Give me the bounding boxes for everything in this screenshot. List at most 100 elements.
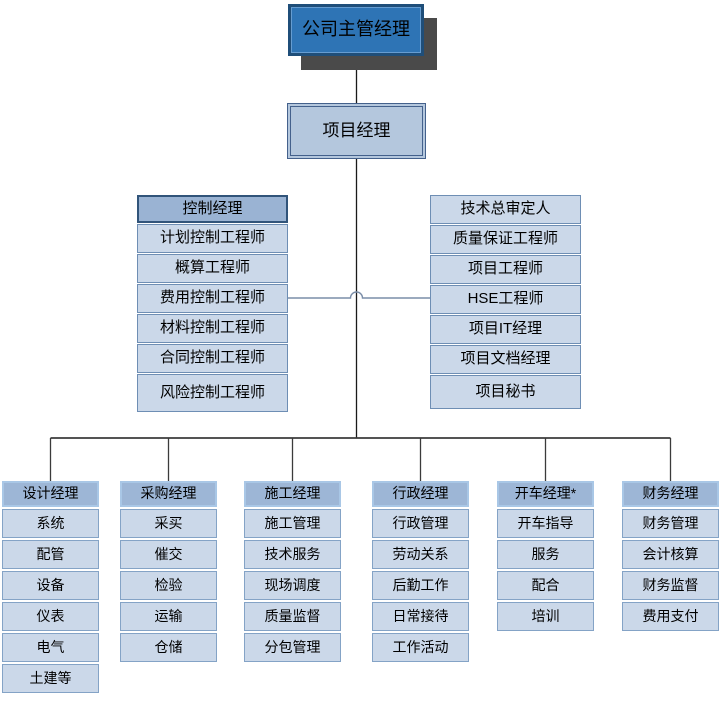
org-node-design-item-5-label: 土建等 <box>29 669 72 686</box>
org-node-procurement-item-3-label: 运输 <box>154 607 183 624</box>
org-node-technical-item-3: 项目IT经理 <box>430 315 581 344</box>
org-node-admin-item-0-label: 行政管理 <box>392 514 449 531</box>
org-node-company-chief-manager-label: 公司主管经理 <box>302 19 410 40</box>
org-node-control-item-4: 合同控制工程师 <box>137 344 288 373</box>
org-node-control-item-2-label: 费用控制工程师 <box>159 289 265 307</box>
org-node-control-item-4-label: 合同控制工程师 <box>159 349 265 367</box>
org-node-design-item-3: 仪表 <box>2 602 99 631</box>
org-node-control-header-label: 控制经理 <box>182 199 243 217</box>
org-node-procurement-item-1: 催交 <box>120 540 217 569</box>
org-node-procurement-manager: 采购经理 <box>120 481 217 507</box>
org-node-technical-header-label: 技术总审定人 <box>460 200 551 218</box>
org-node-construction-item-4-label: 分包管理 <box>264 638 321 655</box>
org-node-startup-manager-label: 开车经理* <box>514 485 577 502</box>
org-node-construction-item-2: 现场调度 <box>244 571 341 600</box>
org-node-construction-manager: 施工经理 <box>244 481 341 507</box>
org-node-admin-item-2-label: 后勤工作 <box>392 576 449 593</box>
org-node-procurement-item-4-label: 仓储 <box>154 638 183 655</box>
org-node-technical-item-0-label: 质量保证工程师 <box>452 230 558 248</box>
org-node-design-manager-label: 设计经理 <box>22 485 79 502</box>
org-node-control-item-1-label: 概算工程师 <box>174 259 250 277</box>
org-node-procurement-item-4: 仓储 <box>120 633 217 662</box>
org-node-startup-manager: 开车经理* <box>497 481 594 507</box>
org-node-procurement-item-0: 采买 <box>120 509 217 538</box>
org-node-technical-item-3-label: 项目IT经理 <box>468 320 543 338</box>
org-node-admin-item-1: 劳动关系 <box>372 540 469 569</box>
org-node-design-item-1-label: 配管 <box>36 545 65 562</box>
org-node-control-item-5: 风险控制工程师 <box>137 374 288 412</box>
org-node-technical-item-4-label: 项目文档经理 <box>460 350 551 368</box>
org-node-finance-item-3: 费用支付 <box>622 602 719 631</box>
org-node-technical-item-1: 项目工程师 <box>430 255 581 284</box>
org-node-project-manager-label: 项目经理 <box>322 120 391 140</box>
org-node-design-item-0-label: 系统 <box>36 514 65 531</box>
org-node-project-manager: 项目经理 <box>287 103 426 159</box>
org-node-finance-manager: 财务经理 <box>622 481 719 507</box>
org-node-design-item-4: 电气 <box>2 633 99 662</box>
org-node-construction-manager-label: 施工经理 <box>264 485 321 502</box>
org-node-startup-item-3-label: 培训 <box>531 607 560 624</box>
org-node-construction-item-0: 施工管理 <box>244 509 341 538</box>
org-node-finance-item-0: 财务管理 <box>622 509 719 538</box>
org-node-finance-item-0-label: 财务管理 <box>642 514 699 531</box>
org-node-finance-item-1-label: 会计核算 <box>642 545 699 562</box>
org-node-admin-item-3-label: 日常接待 <box>392 607 449 624</box>
org-node-startup-item-1-label: 服务 <box>531 545 560 562</box>
org-node-technical-item-2-label: HSE工程师 <box>467 290 544 308</box>
org-node-admin-item-1-label: 劳动关系 <box>392 545 449 562</box>
org-node-control-item-3-label: 材料控制工程师 <box>159 319 265 337</box>
org-node-construction-item-1: 技术服务 <box>244 540 341 569</box>
org-node-startup-item-1: 服务 <box>497 540 594 569</box>
org-node-technical-item-1-label: 项目工程师 <box>467 260 543 278</box>
org-node-technical-item-2: HSE工程师 <box>430 285 581 314</box>
org-node-company-chief-manager: 公司主管经理 <box>288 4 424 56</box>
org-node-technical-header: 技术总审定人 <box>430 195 581 224</box>
org-node-procurement-manager-label: 采购经理 <box>140 485 197 502</box>
org-node-procurement-item-1-label: 催交 <box>154 545 183 562</box>
org-node-admin-item-2: 后勤工作 <box>372 571 469 600</box>
org-node-startup-item-3: 培训 <box>497 602 594 631</box>
org-node-design-item-2: 设备 <box>2 571 99 600</box>
org-node-admin-manager-label: 行政经理 <box>392 485 449 502</box>
org-node-control-item-5-label: 风险控制工程师 <box>159 383 265 401</box>
org-node-design-item-3-label: 仪表 <box>36 607 65 624</box>
org-node-construction-item-2-label: 现场调度 <box>264 576 321 593</box>
org-node-admin-manager: 行政经理 <box>372 481 469 507</box>
org-node-finance-item-2: 财务监督 <box>622 571 719 600</box>
org-node-finance-item-3-label: 费用支付 <box>642 607 699 624</box>
org-node-design-item-1: 配管 <box>2 540 99 569</box>
org-node-admin-item-4-label: 工作活动 <box>392 638 449 655</box>
org-node-finance-item-1: 会计核算 <box>622 540 719 569</box>
org-node-procurement-item-0-label: 采买 <box>154 514 183 531</box>
org-node-finance-manager-label: 财务经理 <box>642 485 699 502</box>
org-node-startup-item-0: 开车指导 <box>497 509 594 538</box>
org-node-construction-item-3-label: 质量监督 <box>264 607 321 624</box>
org-node-admin-item-0: 行政管理 <box>372 509 469 538</box>
org-node-design-item-4-label: 电气 <box>36 638 65 655</box>
org-node-design-item-2-label: 设备 <box>36 576 65 593</box>
org-node-startup-item-2: 配合 <box>497 571 594 600</box>
org-node-startup-item-0-label: 开车指导 <box>517 514 574 531</box>
org-node-control-item-1: 概算工程师 <box>137 254 288 283</box>
org-node-control-item-0-label: 计划控制工程师 <box>159 229 265 247</box>
org-node-procurement-item-2-label: 检验 <box>154 576 183 593</box>
org-node-finance-item-2-label: 财务监督 <box>642 576 699 593</box>
org-node-procurement-item-3: 运输 <box>120 602 217 631</box>
org-node-control-item-2: 费用控制工程师 <box>137 284 288 313</box>
org-node-construction-item-1-label: 技术服务 <box>264 545 321 562</box>
org-node-procurement-item-2: 检验 <box>120 571 217 600</box>
org-node-design-item-0: 系统 <box>2 509 99 538</box>
org-node-technical-item-0: 质量保证工程师 <box>430 225 581 254</box>
org-node-technical-item-5-label: 项目秘书 <box>475 382 536 400</box>
org-node-construction-item-4: 分包管理 <box>244 633 341 662</box>
org-node-admin-item-3: 日常接待 <box>372 602 469 631</box>
org-node-construction-item-0-label: 施工管理 <box>264 514 321 531</box>
org-node-control-header: 控制经理 <box>137 195 288 223</box>
org-node-startup-item-2-label: 配合 <box>531 576 560 593</box>
org-node-control-item-0: 计划控制工程师 <box>137 224 288 253</box>
org-node-admin-item-4: 工作活动 <box>372 633 469 662</box>
org-node-design-manager: 设计经理 <box>2 481 99 507</box>
org-node-design-item-5: 土建等 <box>2 664 99 693</box>
